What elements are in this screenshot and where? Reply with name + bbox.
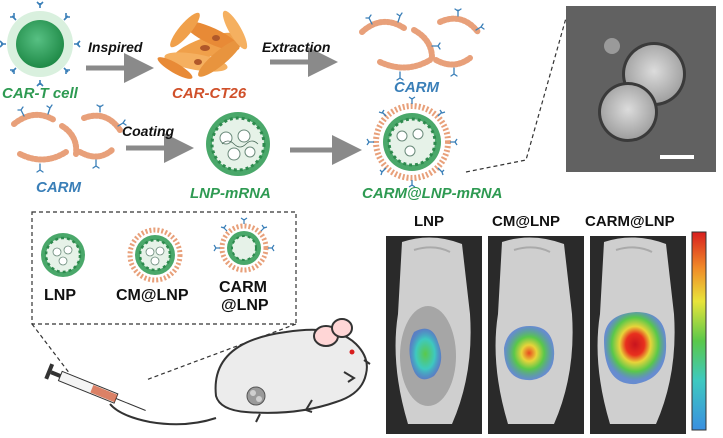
zoom-dashed-line bbox=[465, 17, 567, 173]
legend-pointer-left bbox=[31, 323, 71, 375]
legend-carm-lnp-icon bbox=[213, 217, 275, 273]
legend-label-lnp: LNP bbox=[44, 287, 76, 304]
carm-fragments-top-icon bbox=[359, 8, 485, 81]
signal-color-bar bbox=[691, 231, 707, 431]
mouse-icon bbox=[109, 318, 371, 426]
scale-bar bbox=[660, 155, 694, 159]
lnp-mrna-icon bbox=[206, 112, 270, 176]
label-carm-lnp-mrna: CARM@LNP-mRNA bbox=[362, 185, 503, 202]
imaging-label-carm-lnp: CARM@LNP bbox=[585, 213, 675, 230]
syringe-icon bbox=[44, 363, 146, 411]
label-inspired: Inspired bbox=[88, 39, 143, 55]
label-lnp-mrna: LNP-mRNA bbox=[190, 185, 271, 202]
car-ct26-cells-icon bbox=[157, 10, 248, 79]
legend-label-carm-line2: @LNP bbox=[221, 297, 269, 314]
imaging-label-lnp: LNP bbox=[414, 213, 444, 230]
imaging-panel-lnp bbox=[386, 236, 482, 434]
imaging-label-cm-lnp: CM@LNP bbox=[492, 213, 560, 230]
label-extraction: Extraction bbox=[262, 39, 331, 55]
carm-fragments-left-icon bbox=[11, 104, 127, 173]
label-coating: Coating bbox=[122, 123, 175, 139]
legend-lnp-icon bbox=[41, 233, 85, 277]
imaging-panel-carm-lnp bbox=[590, 236, 686, 434]
car-t-cell-icon bbox=[0, 1, 81, 87]
label-car-t-cell: CAR-T cell bbox=[2, 85, 78, 102]
legend-cm-lnp-icon bbox=[127, 227, 183, 283]
label-carm-left: CARM bbox=[36, 179, 81, 196]
label-carm-top: CARM bbox=[394, 79, 439, 96]
label-car-ct26: CAR-CT26 bbox=[172, 85, 247, 102]
carm-lnp-mrna-icon bbox=[366, 96, 458, 188]
legend-pointer-right bbox=[145, 323, 297, 381]
formulation-legend-box bbox=[31, 211, 297, 325]
tem-image bbox=[566, 6, 716, 172]
legend-label-cm-lnp: CM@LNP bbox=[116, 287, 189, 304]
imaging-panel-cm-lnp bbox=[488, 236, 584, 434]
legend-label-carm-line1: CARM bbox=[219, 279, 267, 296]
